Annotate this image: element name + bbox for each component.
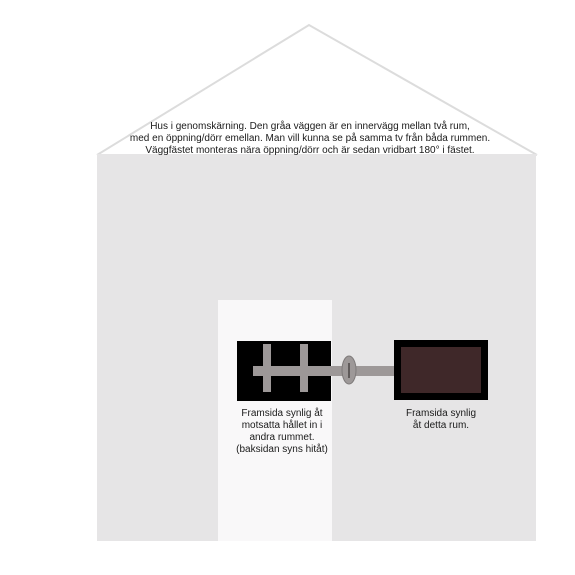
tv-back-label-line-3: andra rummet. [249, 432, 315, 443]
tv-back-label: Framsida synlig åt motsatta hållet in i … [226, 408, 338, 456]
tv-back-arm [253, 366, 333, 376]
tv-front-label-line-2: åt detta rum. [412, 420, 470, 431]
tv-front-icon [394, 340, 488, 400]
swivel-wall-mount-icon [331, 355, 396, 385]
door-opening [218, 300, 332, 541]
caption-line-3: Väggfästet monteras nära öppning/dörr oc… [145, 145, 475, 156]
diagram-caption: Hus i genomskärning. Den gråa väggen är … [80, 121, 540, 157]
tv-front-screen [401, 347, 481, 393]
tv-front-label: Framsida synlig åt detta rum. [390, 408, 492, 432]
tv-back-label-line-4: (baksidan syns hitåt) [236, 444, 328, 455]
mount-arm [331, 366, 396, 376]
caption-line-1: Hus i genomskärning. Den gråa väggen är … [150, 121, 470, 132]
caption-line-2: med en öppning/dörr emellan. Man vill ku… [129, 133, 491, 144]
tv-front-label-line-1: Framsida synlig [405, 408, 477, 419]
tv-back-label-line-1: Framsida synlig åt [241, 408, 323, 419]
tv-back-label-line-2: motsatta hållet in i [241, 420, 323, 431]
tv-back-icon [237, 341, 333, 401]
roof-outline [96, 23, 538, 156]
